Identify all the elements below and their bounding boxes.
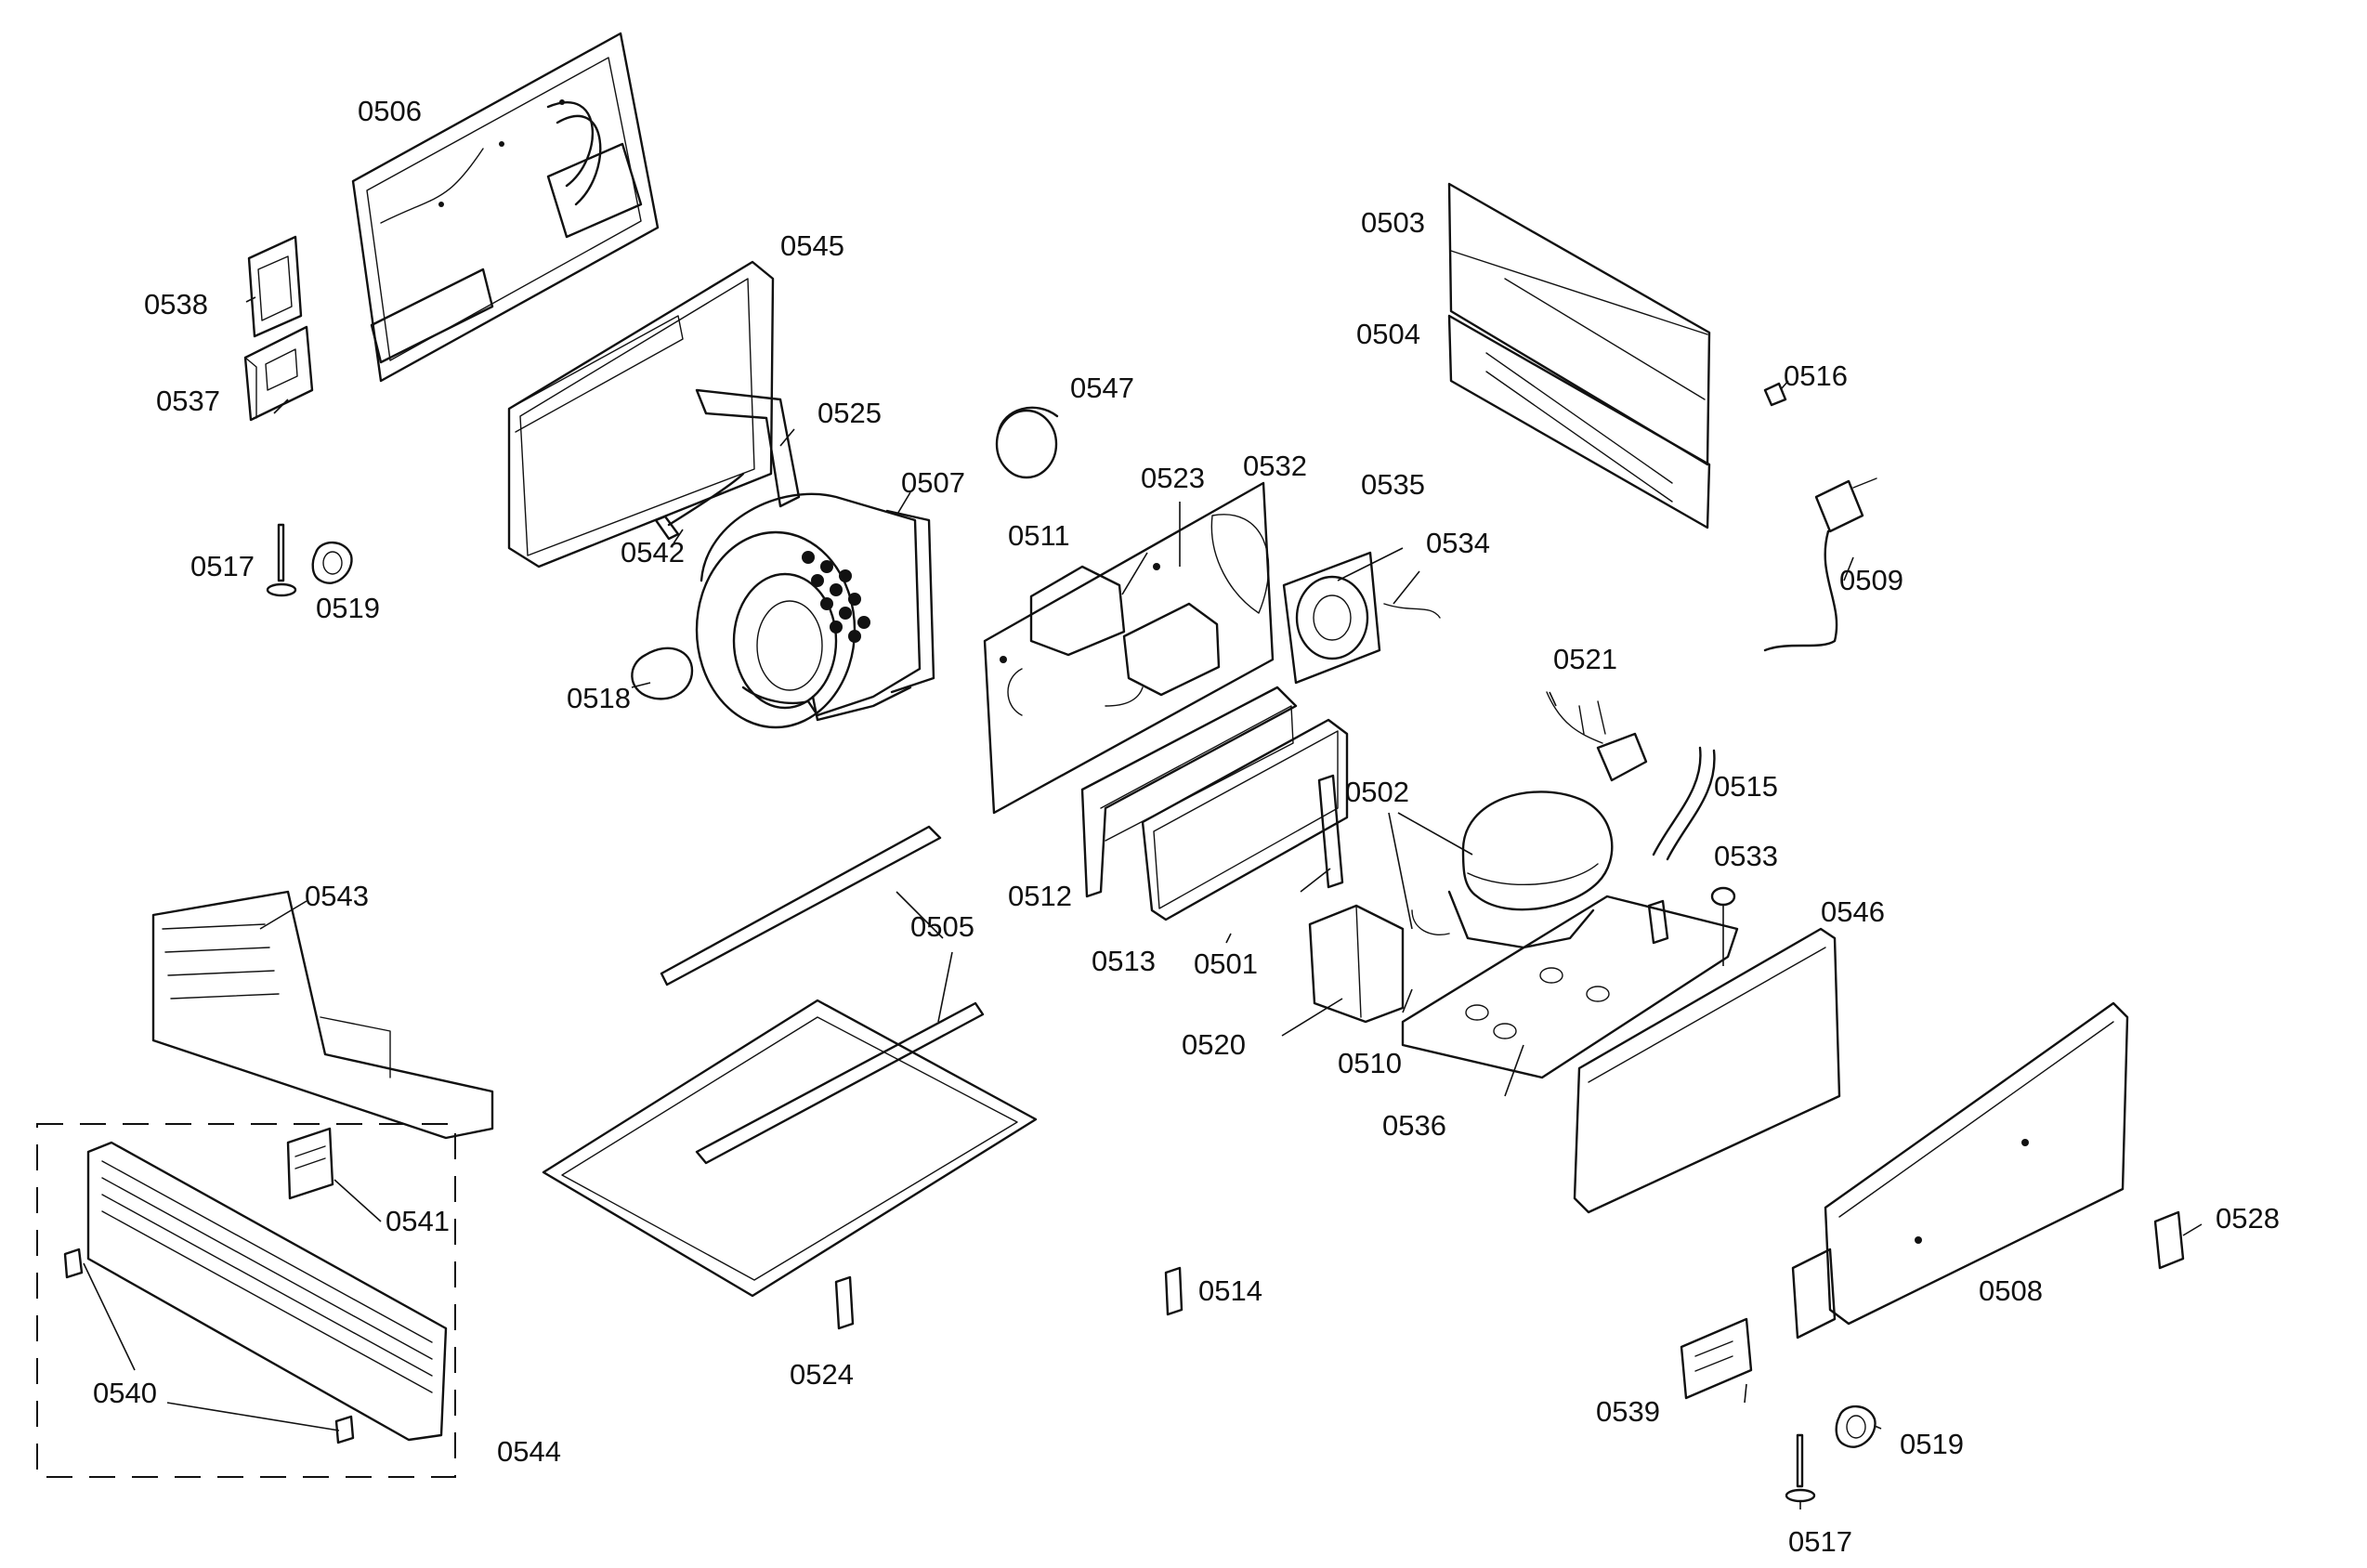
base-tray-0505 <box>542 825 1038 1298</box>
grille-clip-0541 <box>286 1127 334 1200</box>
label-0525: 0525 <box>817 397 882 429</box>
bracket-0525 <box>695 388 801 508</box>
clip-0528 <box>2153 1210 2185 1270</box>
gasket-0518 <box>631 647 694 700</box>
grommet-0533 <box>1710 886 1736 907</box>
label-0521: 0521 <box>1553 643 1617 675</box>
bracket-0538 <box>247 235 303 338</box>
axial-fan-0535 <box>1282 551 1441 685</box>
bracket-0539 <box>1680 1317 1753 1400</box>
foot-0517-top <box>266 523 297 597</box>
foot-0519-top <box>311 541 353 584</box>
label-0508: 0508 <box>1979 1274 2043 1307</box>
fan-housing-0507 <box>695 492 935 729</box>
label-0547: 0547 <box>1070 372 1134 404</box>
filter-0501 <box>1317 774 1344 889</box>
callout-labels: 0506 0545 0538 0537 0525 0547 0507 0523 … <box>93 95 2280 1558</box>
label-0519-top: 0519 <box>316 592 380 624</box>
label-0546: 0546 <box>1821 895 1885 928</box>
control-board-0532 <box>983 481 1275 815</box>
label-0511: 0511 <box>1008 519 1070 552</box>
cable-0542 <box>654 472 745 541</box>
foot-0519-bottom <box>1835 1405 1877 1448</box>
side-panel-0546 <box>1573 927 1841 1214</box>
label-0517-top: 0517 <box>190 550 255 582</box>
label-0514: 0514 <box>1198 1274 1262 1307</box>
base-plate-0536 <box>1401 895 1739 1079</box>
label-0513: 0513 <box>1092 945 1156 977</box>
label-0534: 0534 <box>1426 527 1490 559</box>
label-0520: 0520 <box>1182 1028 1246 1061</box>
label-0504: 0504 <box>1356 318 1420 350</box>
label-0501: 0501 <box>1194 947 1258 980</box>
label-0516: 0516 <box>1784 359 1848 392</box>
label-0502: 0502 <box>1345 776 1409 808</box>
relay-0521 <box>1546 691 1648 782</box>
grille-0543 <box>151 890 494 1140</box>
electrical-box-0520 <box>1308 904 1405 1024</box>
evaporator-0513 <box>1141 718 1349 921</box>
label-0524: 0524 <box>790 1358 854 1391</box>
label-0505: 0505 <box>910 910 974 943</box>
bracket-0537 <box>243 325 314 422</box>
label-0537: 0537 <box>156 385 220 417</box>
label-0509: 0509 <box>1839 564 1903 596</box>
label-0515: 0515 <box>1714 770 1778 803</box>
front-grille-0544 <box>36 1123 456 1478</box>
label-0523: 0523 <box>1141 462 1205 494</box>
label-0540: 0540 <box>93 1377 157 1409</box>
side-panel-0545 <box>507 260 775 568</box>
rear-panel-0506 <box>351 32 660 383</box>
rear-frame-0508 <box>1791 1001 2129 1339</box>
label-0503: 0503 <box>1361 206 1425 239</box>
label-0533: 0533 <box>1714 840 1778 872</box>
label-0535: 0535 <box>1361 468 1425 501</box>
label-0517-bottom: 0517 <box>1788 1525 1852 1558</box>
cover-panel-0504 <box>1447 314 1711 529</box>
label-0532: 0532 <box>1243 450 1307 482</box>
label-0510: 0510 <box>1338 1047 1402 1079</box>
label-0543: 0543 <box>305 880 369 912</box>
label-0545: 0545 <box>780 229 844 262</box>
label-0536: 0536 <box>1382 1109 1446 1142</box>
label-0507: 0507 <box>901 466 965 499</box>
spring-0514 <box>1164 1266 1184 1316</box>
connector-0516 <box>1763 382 1787 407</box>
capacitor-0547 <box>995 406 1059 479</box>
label-0541: 0541 <box>386 1205 450 1237</box>
label-0538: 0538 <box>144 288 208 320</box>
label-0528: 0528 <box>2216 1202 2280 1235</box>
label-0542: 0542 <box>621 536 685 568</box>
label-0506: 0506 <box>358 95 422 127</box>
latch-0524 <box>834 1275 855 1330</box>
leader-lines <box>83 296 2203 1509</box>
label-0544: 0544 <box>497 1435 561 1468</box>
label-0518: 0518 <box>567 682 631 714</box>
label-0519-bottom: 0519 <box>1900 1428 1964 1460</box>
hose-0515 <box>1652 746 1716 861</box>
label-0512: 0512 <box>1008 880 1072 912</box>
power-cord-0509 <box>1763 477 1877 652</box>
label-0539: 0539 <box>1596 1395 1660 1428</box>
